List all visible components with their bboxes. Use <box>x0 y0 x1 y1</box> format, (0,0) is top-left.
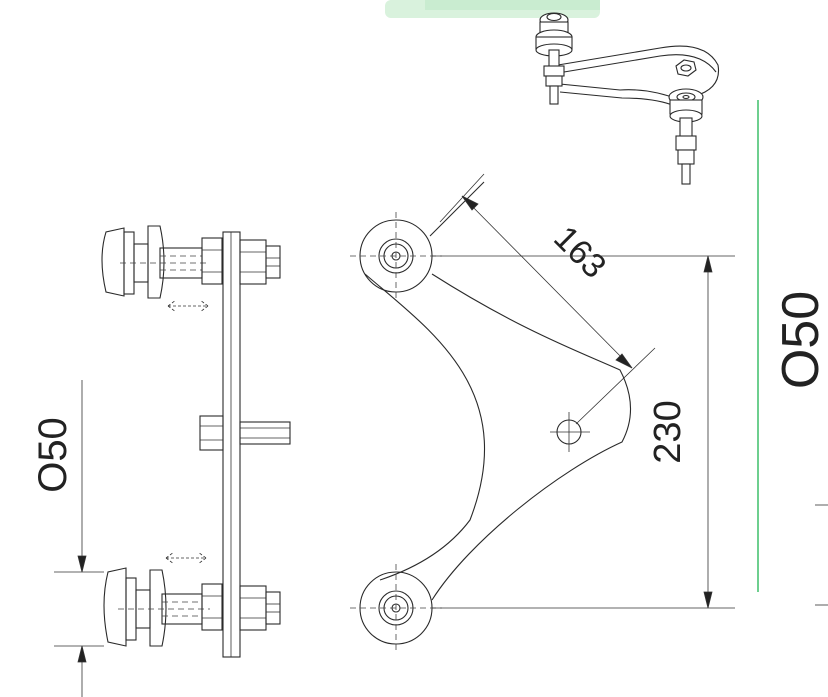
front-view: 163 230 <box>350 173 735 652</box>
center-distance-dimension <box>432 255 735 609</box>
center-hole <box>550 412 590 452</box>
arm-length-label: 163 <box>546 219 613 286</box>
left-dimension <box>54 380 104 697</box>
isometric-view <box>535 12 720 185</box>
adjust-arrow-bottom <box>165 551 207 565</box>
side-center-bolt <box>199 415 291 451</box>
side-fitting-bottom <box>103 567 281 647</box>
top-hole <box>350 212 442 300</box>
side-fitting-top <box>101 225 281 299</box>
top-tab <box>385 0 600 18</box>
left-dimension-label: O50 <box>31 417 75 493</box>
center-distance-label: 230 <box>647 400 689 463</box>
arm-length-dimension <box>439 173 656 425</box>
right-dimension-label: O50 <box>772 291 828 389</box>
adjust-arrow-top <box>167 299 209 313</box>
side-view: O50 <box>31 225 291 697</box>
bottom-hole <box>350 564 442 652</box>
